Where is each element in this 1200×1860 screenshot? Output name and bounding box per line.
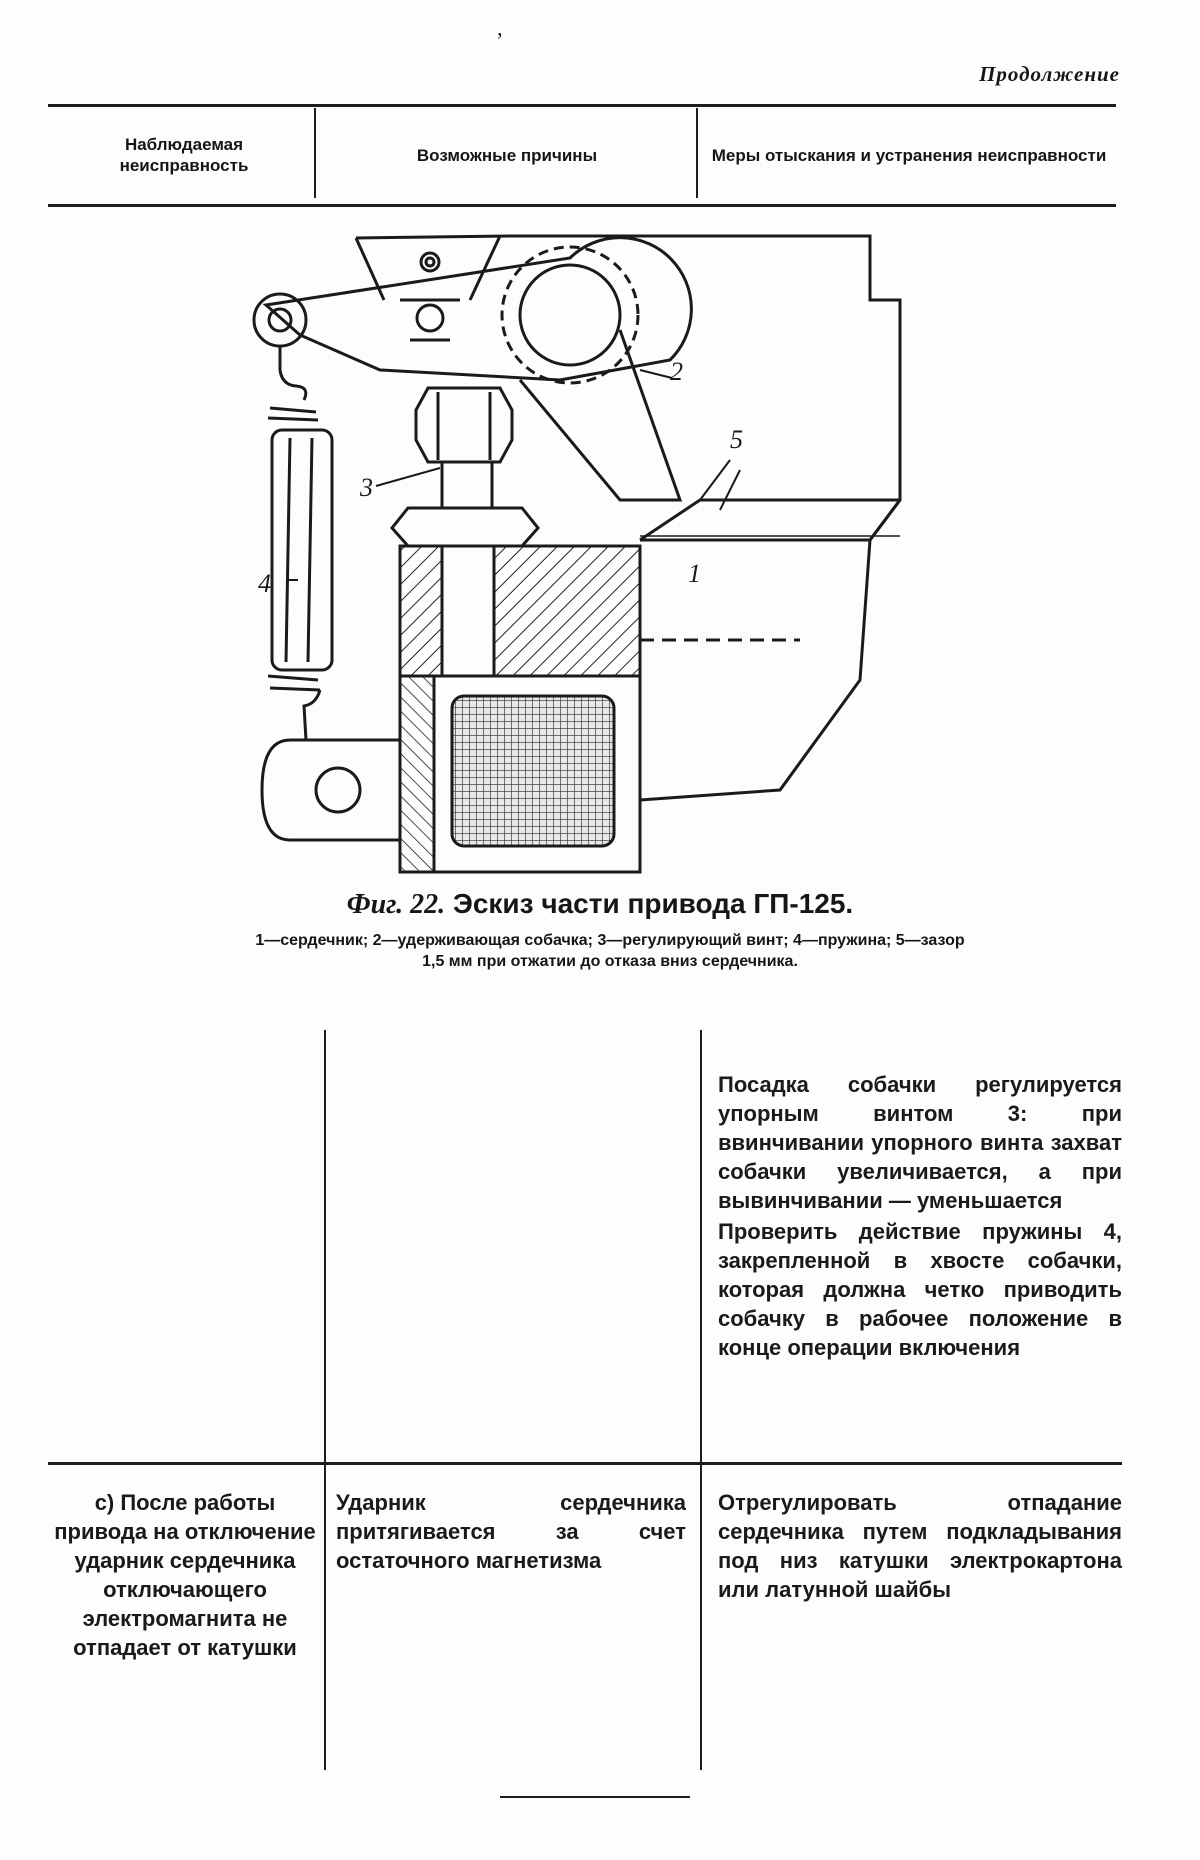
fig-label-2: 2 [670, 357, 683, 386]
figure-legend: 1—сердечник; 2—удерживающая собачка; 3—р… [250, 930, 970, 972]
bottom-rule [500, 1796, 690, 1798]
fig-label-4: 4 [258, 569, 271, 598]
row1-remedy-paragraph-2: Проверить действие пружины 4, закрепленн… [718, 1217, 1122, 1362]
fig-label-1: 1 [688, 559, 701, 588]
figure-number: Фиг. 22. [347, 889, 445, 920]
body-divider-2 [700, 1030, 702, 1770]
row-separator [48, 1462, 1122, 1465]
row1-remedy-paragraph-1: Посадка собачки регулируется упорным вин… [718, 1070, 1122, 1215]
drive-sketch-figure: 1 2 3 4 5 [0, 0, 1200, 880]
figure-caption: Фиг. 22. Эскиз части привода ГП-125. [0, 888, 1200, 921]
row2-symptom: с) После работы привода на отключение уд… [54, 1488, 316, 1662]
row2-remedy: Отрегулировать отпадание сердечника путе… [718, 1488, 1122, 1604]
fig-label-5: 5 [730, 425, 743, 454]
body-divider-1 [324, 1030, 326, 1770]
row2-cause: Ударник сердечника притягивается за счет… [336, 1488, 686, 1575]
row1-remedy: Посадка собачки регулируется упорным вин… [718, 1070, 1122, 1362]
figure-title: Эскиз части привода ГП-125. [453, 888, 853, 919]
fig-label-3: 3 [359, 473, 373, 502]
